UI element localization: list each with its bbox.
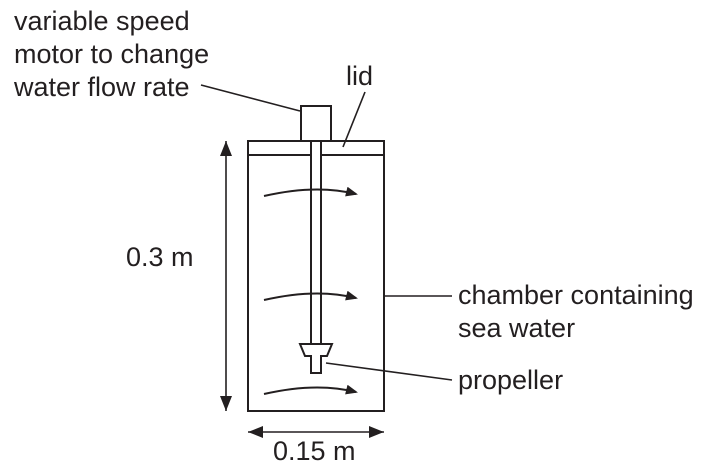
propeller (298, 343, 334, 374)
width-arrow-right (369, 426, 384, 438)
width-arrow-left (248, 426, 263, 438)
chamber-label-line-2: sea water (458, 313, 575, 343)
flow-arrow-middle (263, 290, 358, 301)
chamber-label-line-1: chamber containing (458, 280, 694, 310)
flow-arrow-top (263, 186, 358, 197)
height-arrow-bottom (220, 396, 232, 411)
motor-body (300, 105, 332, 142)
lid-label: lid (346, 61, 373, 91)
propeller-leader-line (325, 362, 453, 381)
lid-leader-line (342, 91, 366, 148)
height-arrow-top (220, 141, 232, 156)
propeller-label: propeller (458, 365, 563, 395)
motor-label-line-2: motor to change (14, 39, 209, 69)
flow-arrow-bottom (263, 384, 358, 395)
motor-label-line-1: variable speed (14, 6, 190, 36)
motor-label-line-3: water flow rate (13, 72, 190, 102)
motor-leader-line (200, 84, 301, 112)
height-label: 0.3 m (126, 242, 194, 272)
width-label: 0.15 m (273, 436, 356, 466)
propeller-shaft (310, 140, 322, 347)
